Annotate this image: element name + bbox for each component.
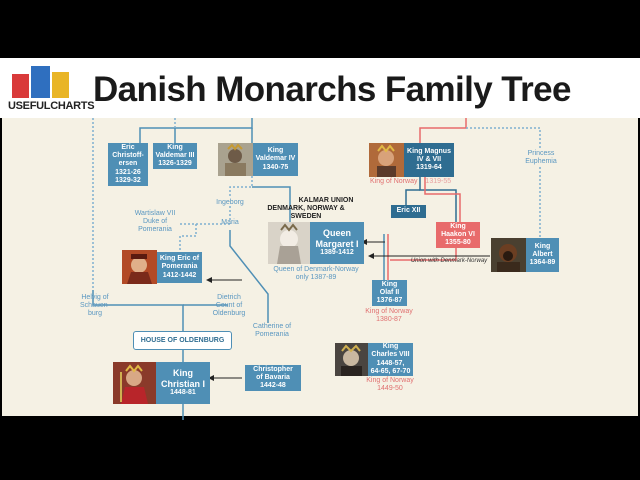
- house-of-oldenburg-badge: HOUSE OF OLDENBURG: [133, 331, 232, 350]
- maria-label: Maria: [221, 219, 239, 226]
- brand-name: USEFULCHARTS: [8, 100, 95, 112]
- margaret-portrait-icon: [268, 222, 310, 264]
- magnus-portrait-icon: [369, 143, 404, 177]
- albert-portrait-icon: [491, 238, 526, 272]
- box-eric-xii: Eric XII: [391, 205, 426, 218]
- ingeborg-label: Ingeborg: [216, 199, 244, 206]
- christian-portrait-icon: [113, 362, 156, 404]
- magnus-norway-note: King of Norway 1319-55: [370, 178, 452, 185]
- page-title: Danish Monarchs Family Tree: [93, 70, 571, 109]
- ericpom-portrait-icon: [122, 250, 157, 284]
- union-note: Union with Denmark-Norway: [410, 258, 488, 264]
- valdemar4-portrait-icon: [218, 143, 253, 176]
- header-bar: [0, 58, 640, 118]
- charles-portrait-icon: [335, 343, 368, 376]
- usefulcharts-logo-icon: [12, 66, 72, 98]
